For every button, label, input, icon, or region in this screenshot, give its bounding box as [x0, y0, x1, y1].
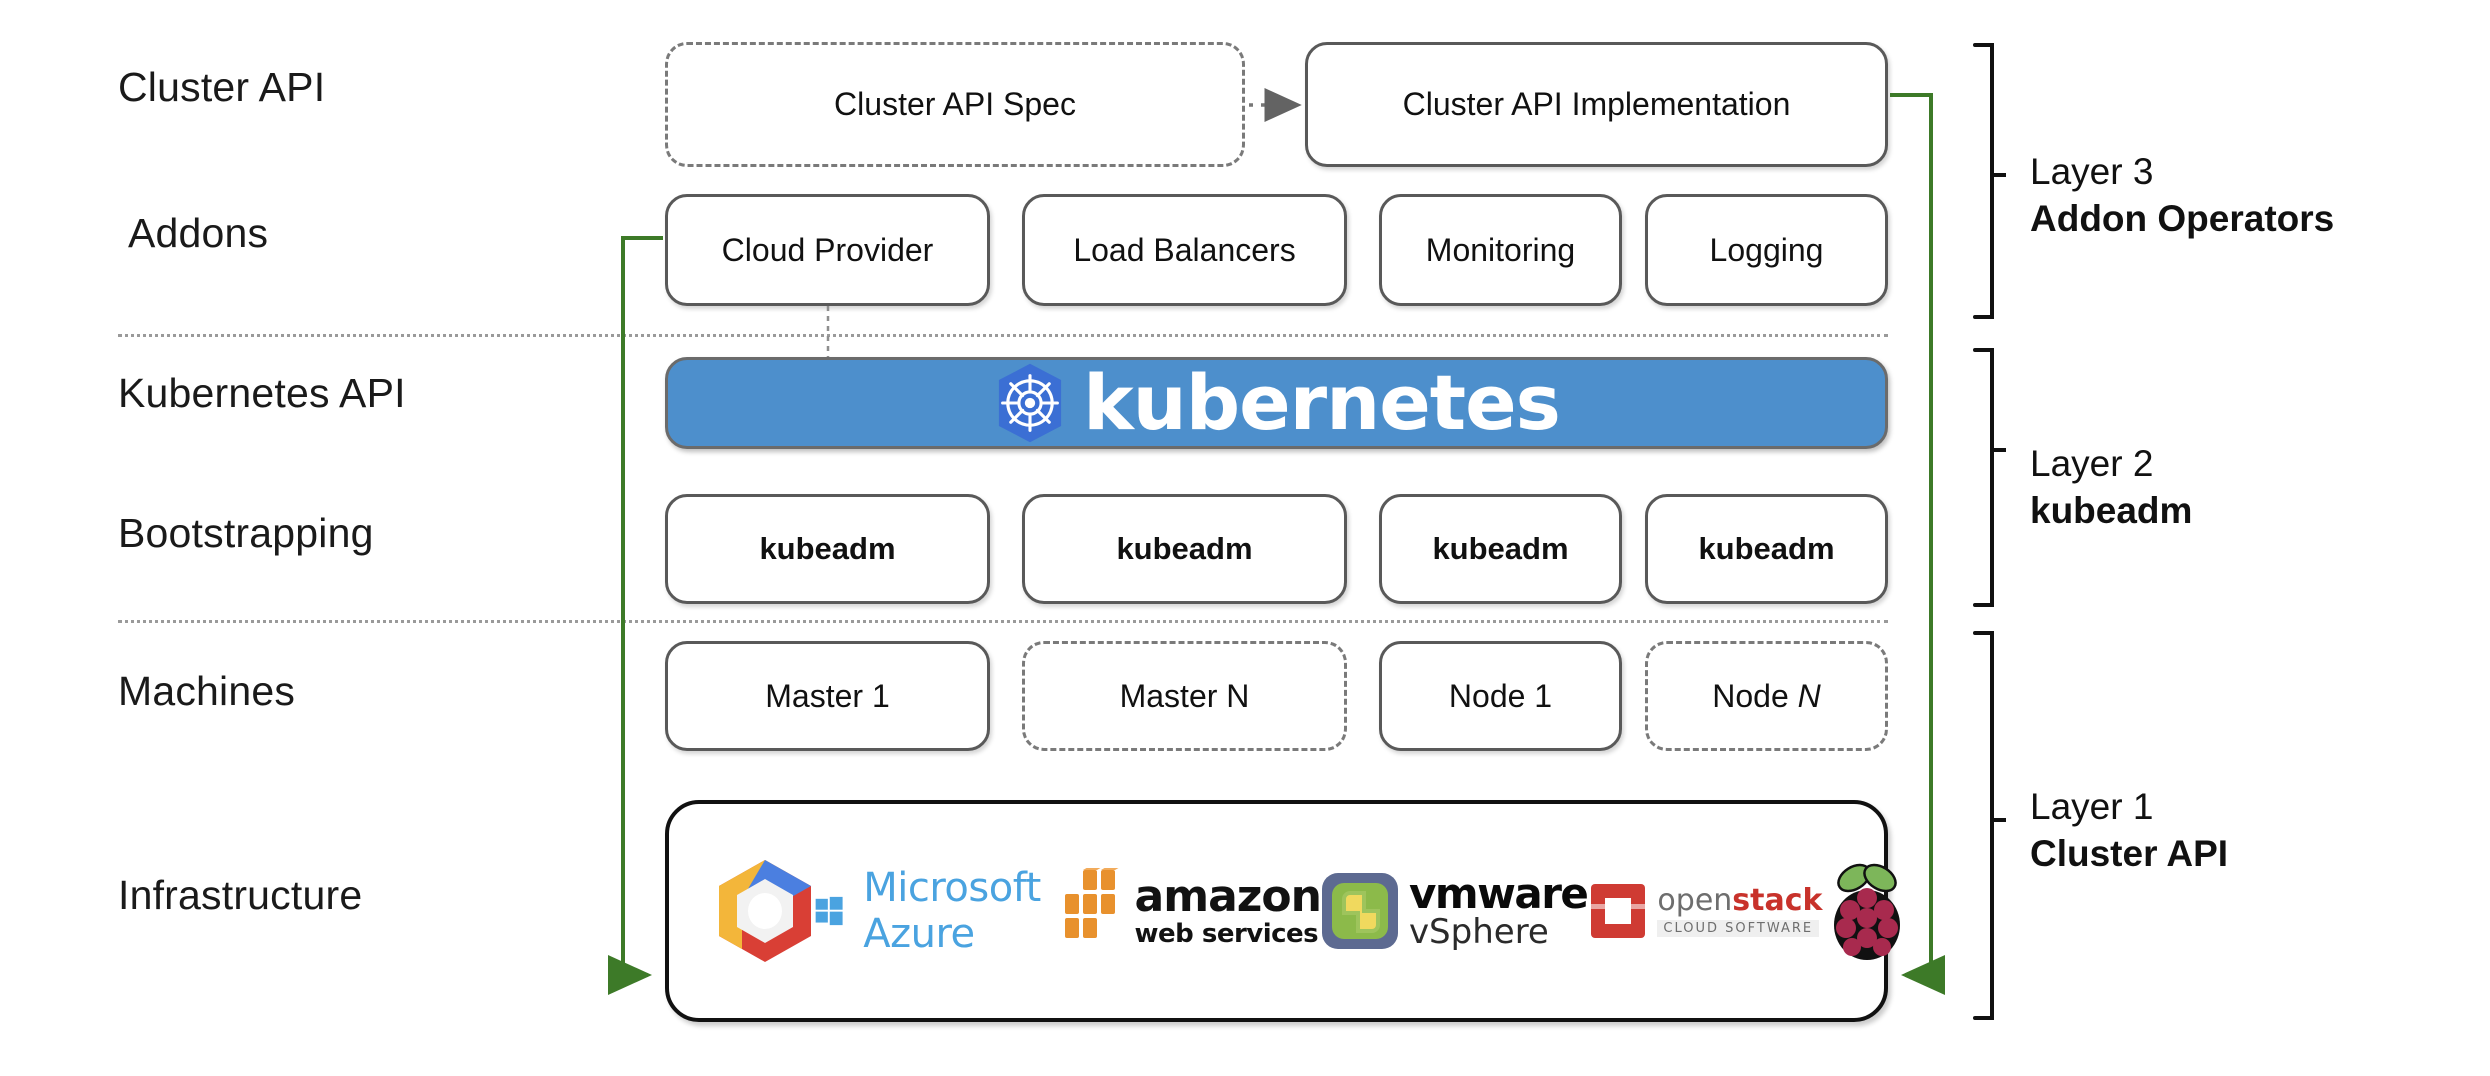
bracket-layer-1	[1973, 631, 2006, 1020]
row-label-machines: Machines	[118, 668, 296, 714]
box-kubeadm-2[interactable]: kubeadm	[1022, 494, 1347, 604]
box-load-balancers-label: Load Balancers	[1073, 231, 1296, 268]
google-cloud-platform-logo-icon	[715, 857, 815, 965]
openstack-logo-icon: openstack CLOUD SOFTWARE	[1587, 880, 1822, 942]
openstack-open-label: open	[1657, 882, 1733, 918]
box-master-1[interactable]: Master 1	[665, 641, 990, 751]
row-label-kubernetes-api: Kubernetes API	[118, 370, 406, 416]
box-node-n[interactable]: Node N	[1645, 641, 1888, 751]
row-label-infrastructure: Infrastructure	[118, 872, 363, 918]
layer-label-1: Layer 1 Cluster API	[2030, 783, 2228, 878]
box-kubeadm-1[interactable]: kubeadm	[665, 494, 990, 604]
layer-3-line2: Addon Operators	[2030, 198, 2335, 240]
microsoft-azure-label: Microsoft Azure	[863, 865, 1041, 957]
kubernetes-wordmark: kubernetes	[1083, 358, 1561, 447]
layer-2-line2: kubeadm	[2030, 490, 2193, 532]
infrastructure-container[interactable]: Microsoft Azure amaz	[665, 800, 1901, 1022]
amazon-label: amazon	[1134, 871, 1322, 922]
amazon-web-services-logo-icon: amazon web services	[1057, 868, 1322, 954]
box-kubeadm-1-label: kubeadm	[759, 531, 896, 566]
box-cluster-api-spec-label: Cluster API Spec	[834, 86, 1076, 122]
layer-label-2: Layer 2 kubeadm	[2030, 440, 2192, 535]
microsoft-azure-logo-icon: Microsoft Azure	[815, 865, 1057, 957]
row-label-cluster-api: Cluster API	[118, 64, 326, 110]
separator-layer2-layer1	[118, 620, 1888, 623]
web-services-label: web services	[1134, 919, 1319, 949]
box-cluster-api-implementation[interactable]: Cluster API Implementation	[1305, 42, 1888, 167]
box-cluster-api-spec[interactable]: Cluster API Spec	[665, 42, 1245, 167]
openstack-stack-label: stack	[1732, 882, 1823, 918]
row-label-addons: Addons	[128, 210, 269, 256]
box-kubeadm-3-label: kubeadm	[1432, 531, 1569, 566]
box-logging-label: Logging	[1709, 231, 1824, 268]
layer-2-line1: Layer 2	[2030, 443, 2154, 484]
openstack-cloud-software-label: CLOUD SOFTWARE	[1657, 919, 1820, 937]
box-kubeadm-4[interactable]: kubeadm	[1645, 494, 1888, 604]
box-cloud-provider-label: Cloud Provider	[721, 231, 934, 268]
separator-layer3-layer2	[118, 334, 1888, 337]
box-cloud-provider[interactable]: Cloud Provider	[665, 194, 990, 306]
green-connector-right	[1890, 93, 1945, 995]
box-node-1-label: Node 1	[1448, 677, 1553, 714]
box-kubeadm-3[interactable]: kubeadm	[1379, 494, 1622, 604]
vmware-vsphere-logo-icon: vmware vSphere	[1321, 869, 1589, 952]
layer-3-line1: Layer 3	[2030, 151, 2154, 192]
raspberry-pi-logo-icon	[1822, 860, 1912, 962]
layer-label-3: Layer 3 Addon Operators	[2030, 148, 2334, 243]
layer-1-line1: Layer 1	[2030, 786, 2154, 827]
box-master-n[interactable]: Master N	[1022, 641, 1347, 751]
vmware-label: vmware	[1408, 869, 1589, 918]
box-cluster-api-implementation-label: Cluster API Implementation	[1402, 86, 1791, 122]
row-label-bootstrapping: Bootstrapping	[118, 510, 374, 556]
box-node-n-label: Node N	[1712, 677, 1821, 714]
box-load-balancers[interactable]: Load Balancers	[1022, 194, 1347, 306]
vsphere-label: vSphere	[1408, 912, 1549, 952]
box-monitoring-label: Monitoring	[1425, 231, 1576, 268]
green-connector-left	[608, 236, 663, 995]
kubernetes-banner[interactable]: kubernetes	[665, 357, 1888, 449]
kubernetes-logo-icon	[993, 362, 1067, 444]
bracket-layer-2	[1973, 348, 2006, 607]
box-kubeadm-4-label: kubeadm	[1698, 531, 1835, 566]
box-node-1[interactable]: Node 1	[1379, 641, 1622, 751]
bracket-layer-3	[1973, 43, 2006, 319]
box-monitoring[interactable]: Monitoring	[1379, 194, 1622, 306]
box-kubeadm-2-label: kubeadm	[1116, 531, 1253, 566]
box-master-n-label: Master N	[1119, 677, 1250, 714]
box-master-1-label: Master 1	[765, 677, 890, 714]
layer-1-line2: Cluster API	[2030, 833, 2229, 875]
box-logging[interactable]: Logging	[1645, 194, 1888, 306]
